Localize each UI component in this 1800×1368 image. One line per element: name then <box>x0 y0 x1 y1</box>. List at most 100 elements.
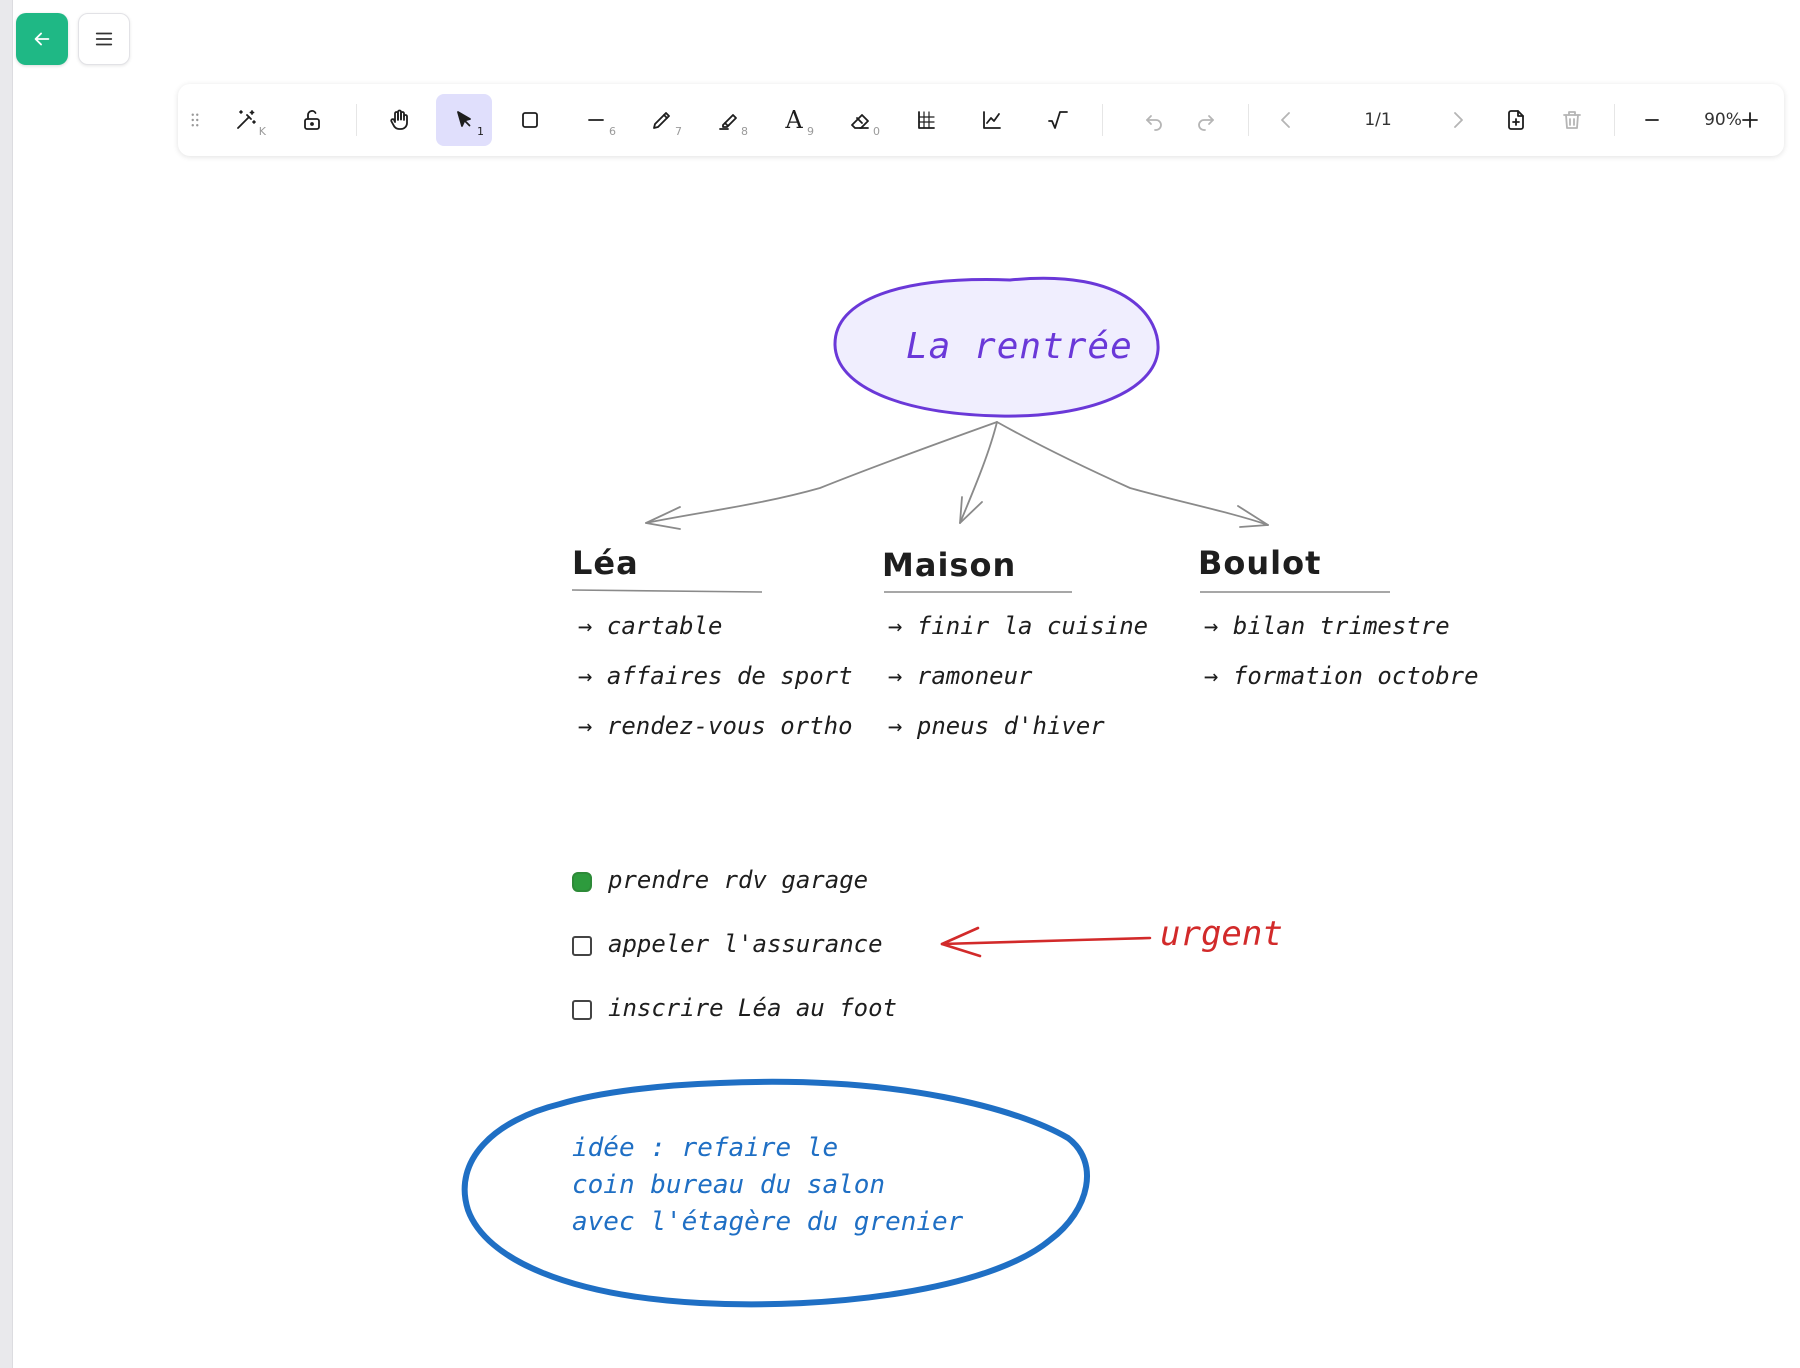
zoom-level: 90% <box>1704 110 1742 130</box>
list-item[interactable]: → formation octobre <box>1204 662 1479 690</box>
highlighter-icon <box>719 114 737 130</box>
drag-handle[interactable] <box>180 94 210 146</box>
shortcut-label: 6 <box>609 125 616 138</box>
toolbar-separator <box>1248 104 1249 136</box>
chart-icon <box>983 111 1001 129</box>
toolbar-separator <box>1614 104 1615 136</box>
idea-note-text[interactable]: idée : refaire le coin bureau du salon a… <box>572 1133 964 1237</box>
todo-checkbox[interactable] <box>572 936 592 956</box>
bullet-arrow: → <box>888 612 903 640</box>
math-tool[interactable] <box>1030 94 1086 146</box>
urgent-arrow[interactable] <box>940 926 1152 958</box>
list-item-label: rendez-vous ortho <box>606 712 853 740</box>
chart-tool[interactable] <box>964 94 1020 146</box>
bullet-arrow: → <box>888 712 903 740</box>
shortcut-label: 0 <box>873 125 880 138</box>
todo-label[interactable]: prendre rdv garage <box>608 866 869 894</box>
connector-arrows[interactable] <box>645 421 1269 530</box>
mindmap-title[interactable]: La rentrée <box>906 326 1133 367</box>
menu-button[interactable] <box>78 13 130 65</box>
page-indicator: 1/1 <box>1364 110 1392 130</box>
todo-checkbox[interactable] <box>572 1000 592 1020</box>
chevron-left-icon <box>1281 112 1290 128</box>
plus-icon <box>1742 112 1758 128</box>
text-tool[interactable]: A 9 <box>766 94 822 146</box>
undo-icon <box>1146 115 1162 131</box>
bullet-arrow: → <box>578 712 593 740</box>
cursor-icon <box>457 111 471 127</box>
bullet-arrow: → <box>578 662 593 690</box>
list-item[interactable]: → cartable <box>578 612 723 640</box>
hand-tool[interactable] <box>371 94 427 146</box>
pencil-tool[interactable]: 7 <box>634 94 690 146</box>
list-item[interactable]: → bilan trimestre <box>1204 612 1450 640</box>
list-item-label: affaires de sport <box>606 662 853 690</box>
file-plus-icon <box>1508 110 1524 130</box>
previous-page-button[interactable] <box>1258 94 1314 146</box>
list-item-label: formation octobre <box>1232 662 1479 690</box>
eraser-tool[interactable]: 0 <box>832 94 888 146</box>
eraser-icon <box>851 114 869 129</box>
lock-tool[interactable] <box>284 94 340 146</box>
list-item-label: pneus d'hiver <box>916 712 1105 740</box>
select-tool[interactable]: 1 <box>436 94 492 146</box>
highlighter-tool[interactable]: 8 <box>700 94 756 146</box>
column-heading-boulot[interactable]: Boulot <box>1198 544 1322 582</box>
redo-button[interactable] <box>1178 94 1234 146</box>
line-tool[interactable]: 6 <box>568 94 624 146</box>
list-item[interactable]: → pneus d'hiver <box>888 712 1105 740</box>
bullet-arrow: → <box>1204 662 1219 690</box>
pencil-icon <box>653 112 670 129</box>
list-item[interactable]: → finir la cuisine <box>888 612 1148 640</box>
drawing-toolbar: K 1 6 7 8 A 9 0 <box>178 84 1784 156</box>
drag-dots-icon <box>191 113 199 127</box>
idea-note-ellipse[interactable] <box>461 1078 1090 1308</box>
list-item[interactable]: → ramoneur <box>888 662 1033 690</box>
toolbar-separator <box>1102 104 1103 136</box>
rectangle-tool[interactable] <box>502 94 558 146</box>
add-page-button[interactable] <box>1488 94 1544 146</box>
bullet-arrow: → <box>578 612 593 640</box>
todo-label[interactable]: inscrire Léa au foot <box>608 994 897 1022</box>
list-item[interactable]: → affaires de sport <box>578 662 853 690</box>
list-item-label: cartable <box>606 612 723 640</box>
line-icon <box>588 119 604 121</box>
zoom-out-button[interactable] <box>1624 94 1680 146</box>
title-ellipse[interactable] <box>833 276 1160 418</box>
sqrt-icon <box>1048 111 1068 129</box>
delete-page-button[interactable] <box>1544 94 1600 146</box>
list-item-label: ramoneur <box>916 662 1033 690</box>
shortcut-label: 9 <box>807 125 814 138</box>
list-item[interactable]: → rendez-vous ortho <box>578 712 853 740</box>
shortcut-label: 1 <box>477 125 484 138</box>
next-page-button[interactable] <box>1430 94 1486 146</box>
undo-button[interactable] <box>1126 94 1182 146</box>
back-button[interactable] <box>16 13 68 65</box>
bullet-arrow: → <box>1204 612 1219 640</box>
chevron-right-icon <box>1454 112 1463 128</box>
hamburger-menu-icon <box>95 32 113 46</box>
todo-label[interactable]: appeler l'assurance <box>608 930 883 958</box>
unlock-icon <box>304 110 320 130</box>
table-icon <box>918 111 935 129</box>
table-tool[interactable] <box>898 94 954 146</box>
urgent-annotation[interactable]: urgent <box>1160 914 1283 954</box>
shortcut-label: 8 <box>741 125 748 138</box>
column-heading-maison[interactable]: Maison <box>882 546 1017 584</box>
text-icon: A <box>785 106 803 134</box>
magic-wand-tool[interactable]: K <box>218 94 274 146</box>
toolbar-separator <box>356 104 357 136</box>
list-item-label: finir la cuisine <box>916 612 1149 640</box>
zoom-in-button[interactable] <box>1722 94 1778 146</box>
list-item-label: bilan trimestre <box>1232 612 1450 640</box>
square-icon <box>522 112 538 128</box>
minus-icon <box>1645 119 1659 121</box>
column-heading-lea[interactable]: Léa <box>572 544 639 582</box>
todo-checkbox-checked[interactable] <box>572 872 592 892</box>
redo-icon <box>1198 115 1214 131</box>
arrow-left-icon <box>34 32 50 46</box>
trash-icon <box>1563 111 1581 129</box>
hand-icon <box>390 109 408 130</box>
wand-icon <box>237 110 256 129</box>
